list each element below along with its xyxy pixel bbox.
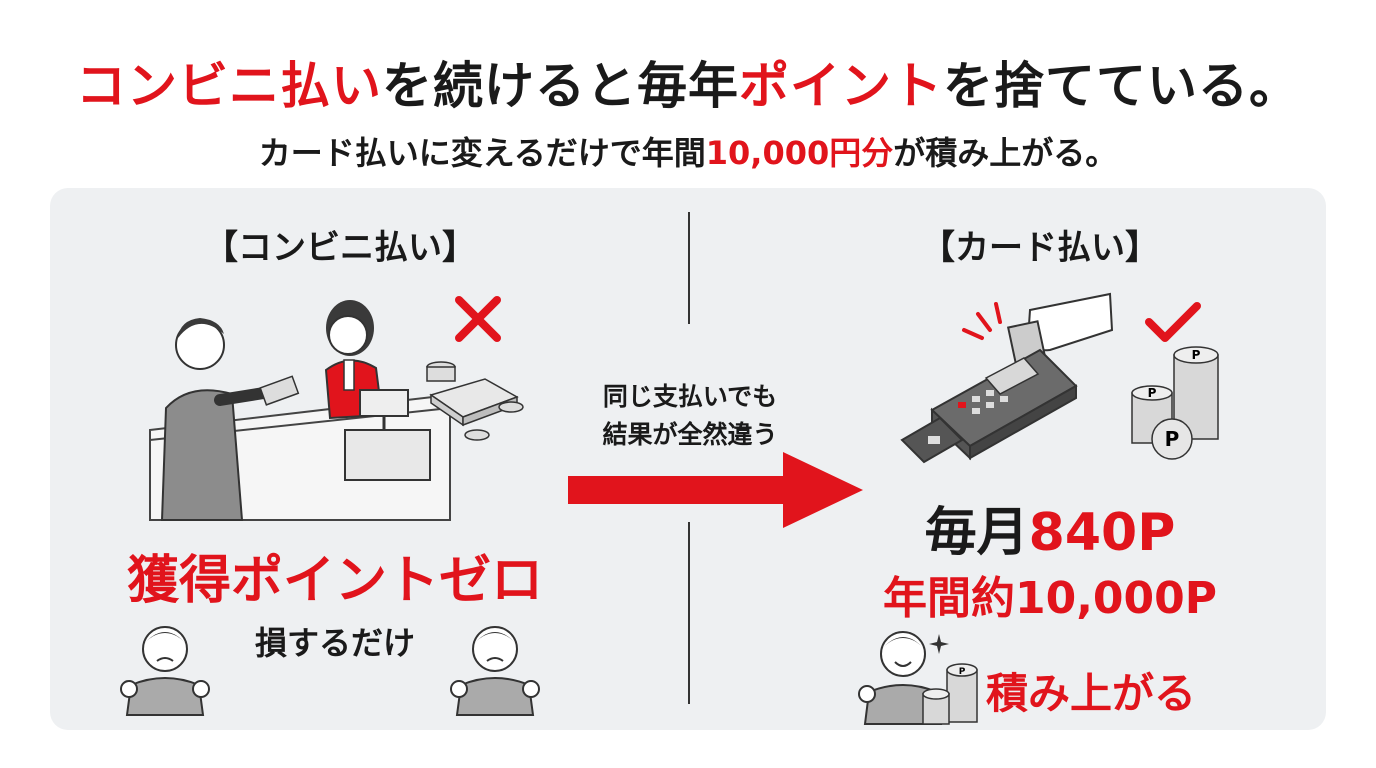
divider-bottom — [688, 522, 690, 704]
headline-part2: を続けると毎年 — [382, 57, 739, 115]
monthly-points: 毎月840P — [880, 490, 1220, 565]
check-icon — [1145, 302, 1201, 342]
convenience-store-illustration — [149, 300, 451, 521]
convenience-label: 【コンビニ払い】 — [204, 228, 476, 268]
sad-person-right-icon — [450, 626, 540, 716]
sad-person-left-icon — [120, 626, 210, 716]
loss-text: 損するだけ — [254, 624, 415, 662]
accumulate-text: 積み上がる — [986, 669, 1197, 718]
happy-person-icon: P — [858, 631, 978, 725]
divider-top — [688, 212, 690, 324]
monthly-value: 840P — [1028, 503, 1176, 563]
subline: カード払いに変えるだけで年間10,000円分が積み上がる。 — [0, 128, 1376, 174]
yearly-points: 年間約10,000P — [882, 573, 1218, 624]
headline-part3: ポイント — [739, 57, 943, 115]
arrow-caption-line2: 結果が全然違う — [602, 420, 778, 449]
headline-part4: を捨てている。 — [943, 57, 1300, 115]
point-coins-icon: P P P — [1131, 346, 1219, 460]
headline-part1: コンビニ払い — [76, 57, 382, 115]
arrow-caption: 同じ支払いでも 結果が全然違う — [560, 378, 820, 454]
monthly-prefix: 毎月 — [924, 503, 1029, 563]
headline: コンビニ払いを続けると毎年ポイントを捨てている。 — [0, 46, 1376, 118]
subline-part3: が積み上がる。 — [893, 134, 1118, 172]
coin-label: P — [1148, 386, 1157, 400]
card-label: 【カード払い】 — [921, 228, 1159, 268]
coin-label: P — [959, 667, 966, 677]
coin-label: P — [1165, 427, 1180, 451]
zero-points-text: 獲得ポイントゼロ — [126, 551, 543, 611]
coin-label: P — [1192, 348, 1201, 362]
cross-icon — [455, 296, 501, 342]
arrow-caption-line1: 同じ支払いでも — [602, 382, 778, 411]
subline-part1: カード払いに変えるだけで年間 — [258, 134, 706, 172]
cash-stack-icon — [426, 361, 524, 441]
arrow-right-icon — [568, 452, 863, 528]
card-terminal-illustration — [900, 292, 1114, 464]
subline-part2: 10,000円分 — [705, 134, 894, 172]
